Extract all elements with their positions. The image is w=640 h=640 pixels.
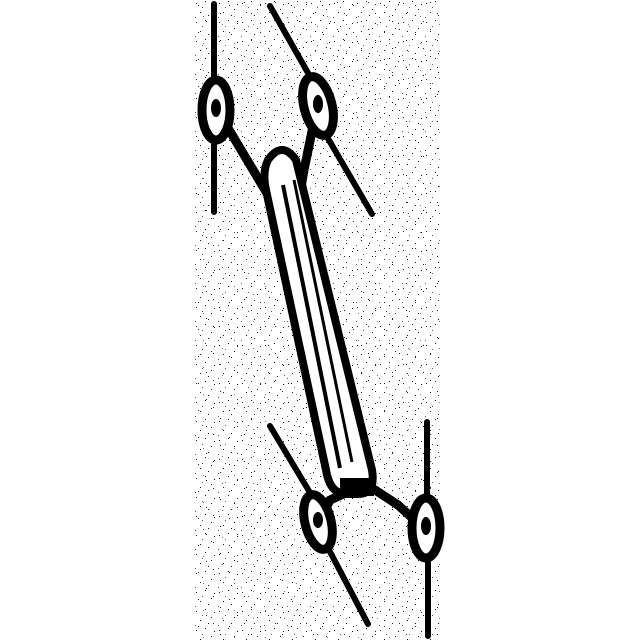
- rotor-blades: [211, 1, 431, 639]
- right-white-margin: [440, 0, 640, 640]
- blade-rear-left: [267, 423, 371, 627]
- rotor-rear-right: [407, 493, 445, 563]
- blade-rear-right: [424, 419, 431, 639]
- blade-front-right: [267, 3, 375, 217]
- body-inner-line-right: [292, 179, 354, 463]
- rotor-front-left: [197, 75, 235, 145]
- body-inner-line-left: [281, 184, 342, 469]
- body-tail-block: [340, 478, 374, 496]
- rotor-front-right: [298, 72, 338, 140]
- left-white-margin: [0, 0, 194, 640]
- rotor-rear-left: [299, 490, 337, 554]
- rotor-hubs: [197, 72, 445, 563]
- drone-body: [260, 146, 377, 498]
